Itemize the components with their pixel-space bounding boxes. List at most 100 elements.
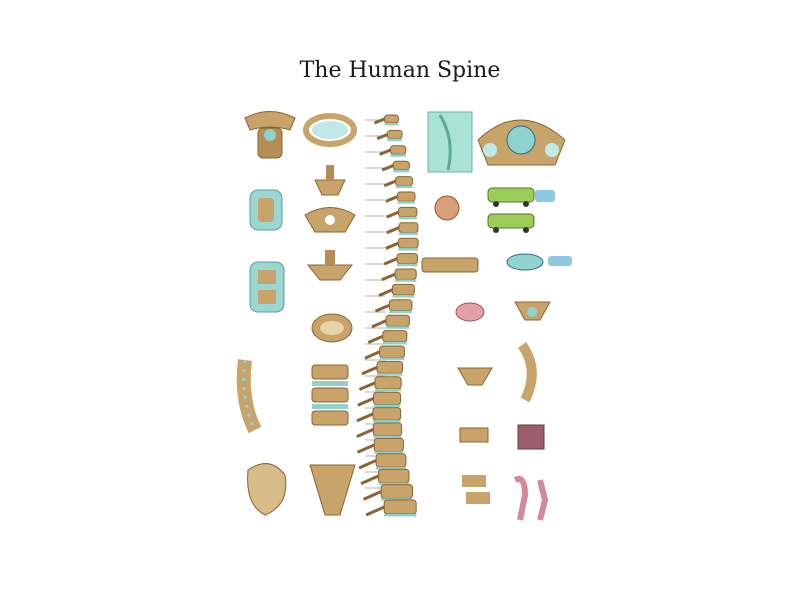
spinous-process xyxy=(381,164,394,172)
spinous-process xyxy=(357,396,375,407)
intervertebral-disc xyxy=(398,248,419,251)
intervertebral-disc xyxy=(386,326,410,329)
kyphosis-block-illustration xyxy=(517,424,545,450)
vertebra xyxy=(389,145,407,155)
spinous-process xyxy=(383,257,398,266)
lumbar-motion-segment-illustration xyxy=(311,364,349,426)
spinous-process xyxy=(358,381,376,391)
vertebra xyxy=(398,222,419,233)
vertebra xyxy=(383,114,399,124)
vertebra xyxy=(388,299,413,312)
intervertebral-disc xyxy=(373,435,402,439)
spinous-process xyxy=(362,490,382,501)
mri-section-illustration xyxy=(427,111,473,173)
spinous-process xyxy=(378,288,393,297)
vertebra xyxy=(385,314,410,327)
spinous-process xyxy=(381,272,396,282)
spinous-process xyxy=(379,148,391,156)
spinous-process xyxy=(385,241,399,250)
intervertebral-disc xyxy=(398,216,417,220)
car-crash-illustration xyxy=(487,187,555,233)
intervertebral-disc xyxy=(398,232,418,235)
whiplash-head-illustration xyxy=(434,195,460,221)
spinous-process xyxy=(365,505,385,517)
vertebra xyxy=(372,407,402,421)
spinous-process xyxy=(356,412,374,423)
intervertebral-disc xyxy=(382,341,407,345)
vertebra xyxy=(391,283,415,296)
lumbar-segment-side-illustration xyxy=(236,359,262,434)
vertebra xyxy=(372,422,403,437)
axis-vertebra-illustration xyxy=(314,165,346,196)
spinous-process xyxy=(364,350,381,360)
intervertebral-disc xyxy=(397,201,416,204)
intervertebral-disc xyxy=(384,123,399,126)
intervertebral-disc xyxy=(392,295,415,298)
intervertebral-disc xyxy=(372,420,401,423)
intervertebral-disc xyxy=(379,357,405,361)
spinous-process xyxy=(356,428,374,438)
spinal-column-illustration xyxy=(356,114,419,517)
intervertebral-disc xyxy=(397,263,418,267)
intervertebral-disc xyxy=(374,451,404,454)
spinous-process xyxy=(374,303,390,313)
spinous-process xyxy=(385,195,398,203)
lifting-posture-illustration xyxy=(513,476,549,521)
vertebra xyxy=(398,206,418,218)
vertebra xyxy=(373,437,404,452)
thoracic-vertebra-illustration xyxy=(306,250,354,281)
spondylolisthesis-illustration xyxy=(462,475,490,504)
vertebra xyxy=(375,453,407,468)
intervertebral-disc xyxy=(384,514,417,517)
intervertebral-disc xyxy=(395,279,417,282)
cervical-ligaments-illustration xyxy=(249,189,283,231)
vertebra xyxy=(373,391,401,406)
vertebra xyxy=(394,268,417,280)
nerve-compression-illustration xyxy=(457,342,537,403)
disc-herniation-illustration xyxy=(455,301,551,322)
vertebra xyxy=(392,160,410,171)
poster-title: The Human Spine xyxy=(299,58,501,83)
vertebra-cross-section-illustration xyxy=(477,119,566,166)
spinous-process xyxy=(361,365,378,376)
vertebra xyxy=(396,253,419,265)
vertebra xyxy=(395,176,413,187)
lumbar-vertebra-top-illustration xyxy=(311,313,353,343)
spinous-process xyxy=(360,474,380,486)
intervertebral-disc xyxy=(395,185,413,189)
spinous-process xyxy=(383,179,397,188)
scoliosis-illustration xyxy=(459,427,489,443)
vertebra xyxy=(397,237,419,249)
intervertebral-disc xyxy=(376,373,403,376)
spinous-process xyxy=(356,443,375,454)
spinous-process xyxy=(386,226,400,235)
vertebra xyxy=(380,484,413,499)
vertebra xyxy=(379,345,405,359)
intervertebral-disc xyxy=(393,169,410,173)
vertebra xyxy=(376,360,404,374)
intervertebral-disc xyxy=(378,482,409,486)
sacrum-illustration xyxy=(309,464,356,516)
spinous-process xyxy=(371,319,387,329)
intervertebral-disc xyxy=(376,467,406,470)
spinous-process xyxy=(373,117,386,125)
atlas-axis-illustration xyxy=(244,111,296,159)
vertebra xyxy=(377,468,410,484)
intervertebral-disc xyxy=(373,404,401,408)
intervertebral-disc xyxy=(387,138,403,142)
vertebra xyxy=(382,330,408,343)
disc-degeneration-illustration xyxy=(421,253,572,273)
spinous-process xyxy=(386,210,400,219)
vertebra xyxy=(396,191,416,202)
spinous-process xyxy=(367,334,384,344)
intervertebral-disc xyxy=(389,310,412,314)
pelvis-illustration xyxy=(247,463,287,516)
atlas-vertebra-illustration xyxy=(303,113,357,147)
spinous-process xyxy=(358,459,377,470)
cervical-vertebra-illustration xyxy=(304,207,356,233)
spinous-process xyxy=(376,133,388,141)
intervertebral-disc xyxy=(390,154,406,157)
vertebra xyxy=(374,376,402,390)
vertebra xyxy=(386,129,403,140)
